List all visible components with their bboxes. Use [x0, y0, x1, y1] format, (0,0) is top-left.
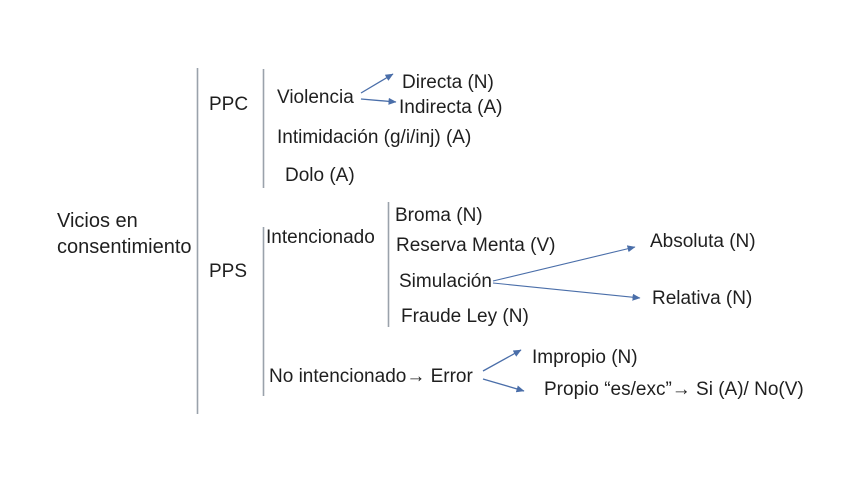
node-broma: Broma (N) [395, 205, 483, 226]
node-violencia: Violencia [277, 87, 354, 108]
node-indirecta: Indirecta (A) [399, 97, 503, 118]
node-pps: PPS [209, 261, 248, 282]
arrow-violencia-directa [360, 73, 394, 94]
node-propio: Propio “es/exc”→ Si (A)/ No(V) [544, 379, 804, 400]
node-reserva-mental: Reserva Menta (V) [396, 235, 556, 256]
node-dolo: Dolo (A) [285, 165, 355, 186]
node-absoluta: Absoluta (N) [650, 231, 756, 252]
node-directa: Directa (N) [402, 72, 494, 93]
node-impropio: Impropio (N) [532, 347, 638, 368]
node-simulacion: Simulación [399, 271, 492, 292]
node-intimidacion: Intimidación (g/i/inj) (A) [277, 127, 472, 148]
arrow-simulacion-relativa [492, 282, 641, 301]
node-intencionado: Intencionado [266, 227, 375, 248]
node-ppc: PPC [209, 94, 249, 115]
node-no-intencionado-error: No intencionado→ Error [269, 366, 473, 387]
node-fraude-ley: Fraude Ley (N) [401, 306, 529, 327]
node-relativa: Relativa (N) [652, 288, 753, 309]
arrow-error-impropio [482, 349, 522, 372]
arrow-error-propio [482, 378, 525, 393]
arrow-violencia-indirecta [360, 97, 397, 105]
node-vicios-en-consentimiento: Vicios en consentimiento [57, 210, 192, 258]
